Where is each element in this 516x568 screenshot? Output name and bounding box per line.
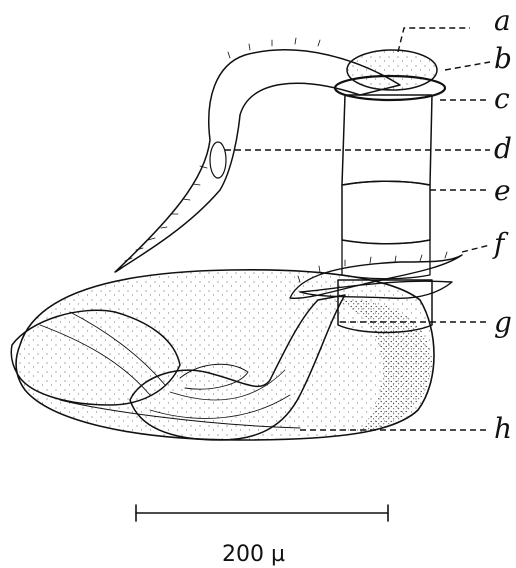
label-h: h (494, 412, 512, 445)
label-d: d (494, 132, 512, 165)
label-b: b (494, 42, 512, 75)
label-g: g (494, 306, 512, 339)
leader-b (445, 62, 490, 70)
scale-bar: 200 µ (136, 505, 388, 567)
label-e: e (494, 174, 511, 207)
leader-a (398, 28, 470, 52)
label-group: a b c d e f g h (492, 4, 512, 445)
label-f: f (492, 227, 509, 260)
scale-bar-label: 200 µ (222, 542, 285, 567)
leader-f (462, 245, 490, 252)
egg-body (16, 270, 434, 440)
label-c: c (494, 82, 510, 115)
label-a: a (494, 4, 511, 37)
